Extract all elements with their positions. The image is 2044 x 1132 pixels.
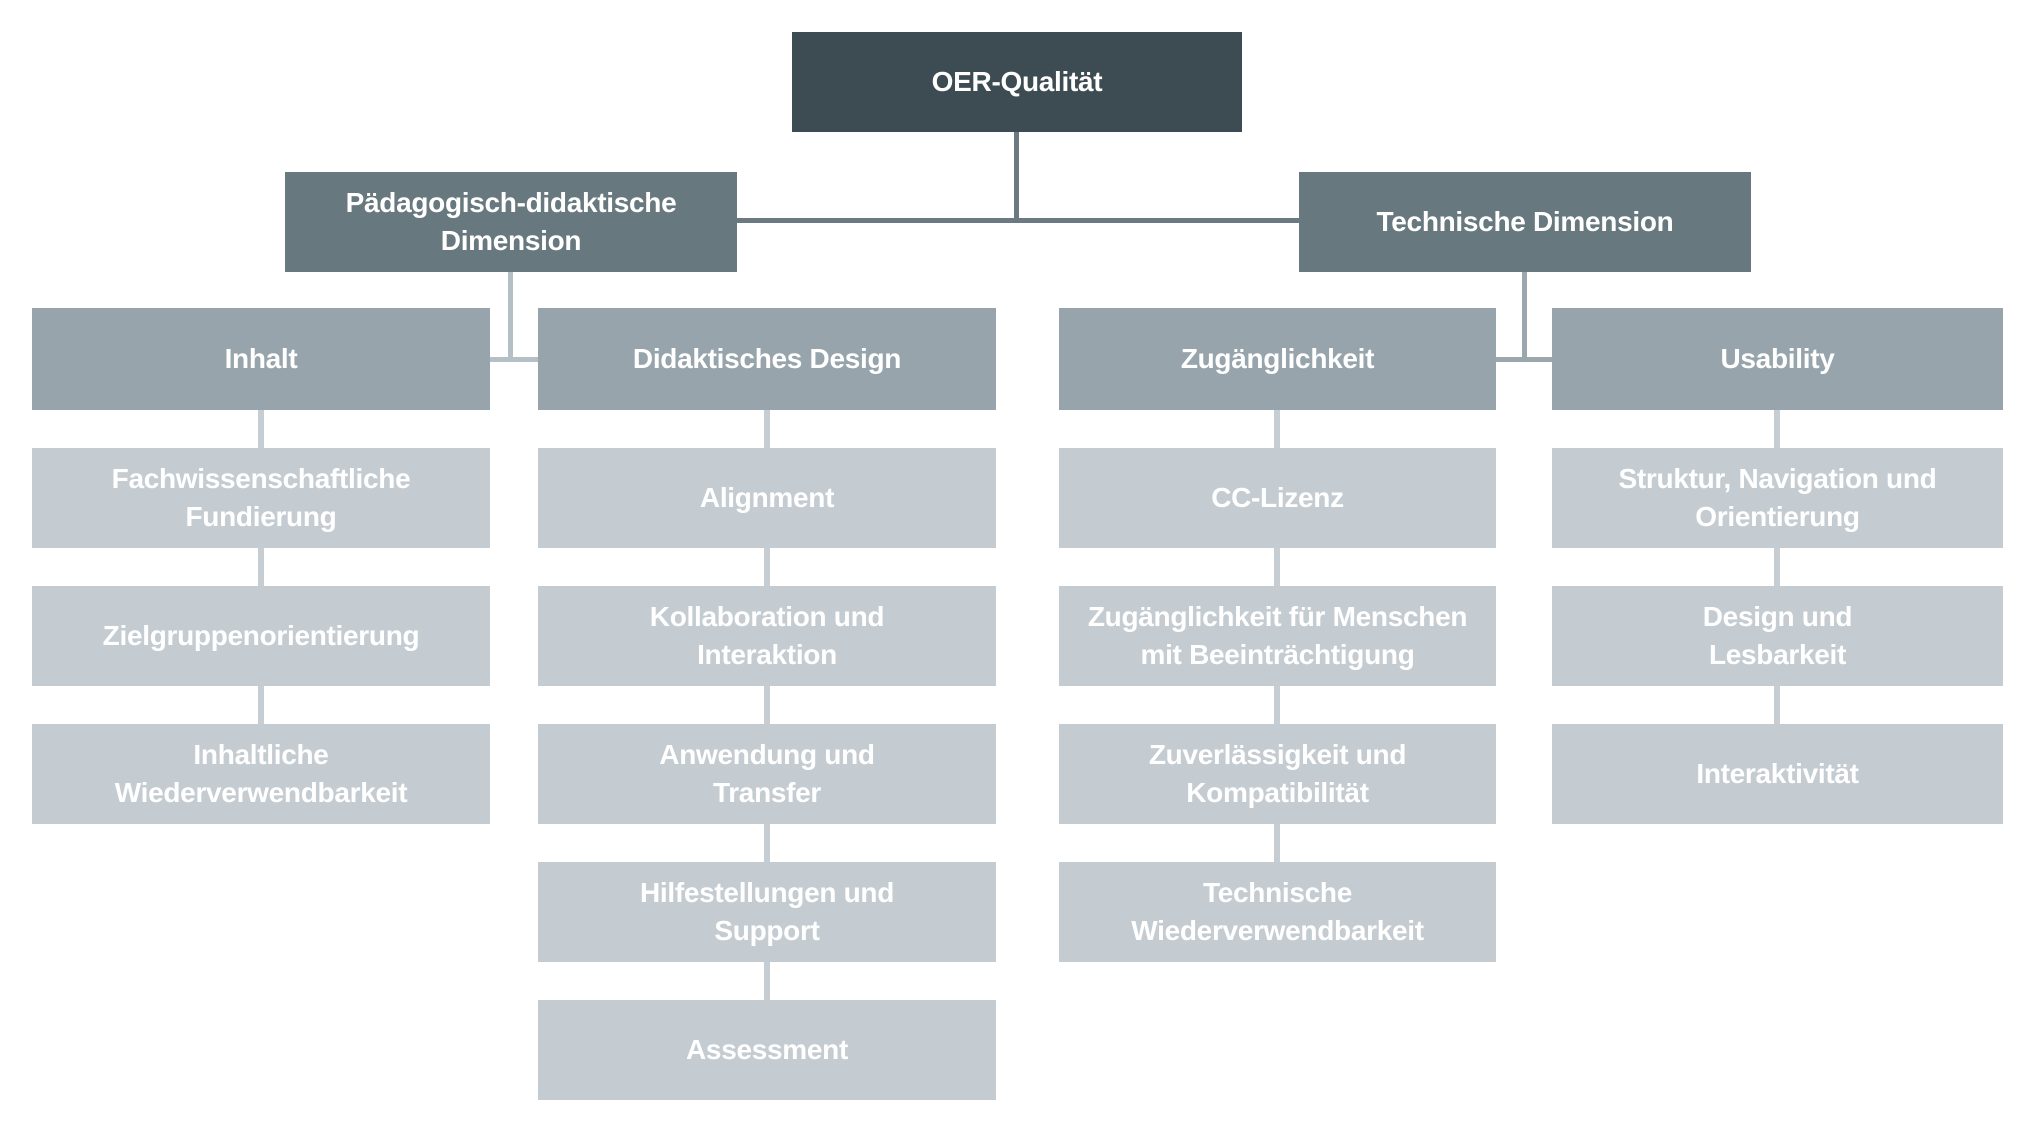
node-zugaenglichkeit-fuer-menschen: Zugänglichkeit für Menschen mit Beeinträ…: [1059, 586, 1496, 686]
connector-column-2-segment-2: [764, 548, 770, 586]
node-interaktivitaet: Interaktivität: [1552, 724, 2003, 824]
connector-column-1-segment-3: [258, 686, 264, 724]
connector-column-3-segment-1: [1274, 410, 1280, 448]
connector-column-2-segment-1: [764, 410, 770, 448]
node-anwendung-und-transfer: Anwendung und Transfer: [538, 724, 996, 824]
connector-column-2-segment-5: [764, 962, 770, 1000]
node-zugaenglichkeit: Zugänglichkeit: [1059, 308, 1496, 410]
node-struktur-navigation-orientierung: Struktur, Navigation und Orientierung: [1552, 448, 2003, 548]
connector-column-3-segment-3: [1274, 686, 1280, 724]
connector-column-3-segment-4: [1274, 824, 1280, 862]
connector-column-4-segment-3: [1774, 686, 1780, 724]
node-fachwissenschaftliche-fundierung: Fachwissenschaftliche Fundierung: [32, 448, 490, 548]
node-dimension-paedagogisch-didaktisch: Pädagogisch-didaktische Dimension: [285, 172, 737, 272]
connector-technisch-horizontal: [1496, 357, 1552, 362]
node-inhalt: Inhalt: [32, 308, 490, 410]
connector-column-2-segment-4: [764, 824, 770, 862]
connector-column-1-segment-1: [258, 410, 264, 448]
node-assessment: Assessment: [538, 1000, 996, 1100]
connector-paedagogisch-horizontal: [490, 357, 538, 362]
node-design-und-lesbarkeit: Design und Lesbarkeit: [1552, 586, 2003, 686]
node-oer-qualitaet: OER-Qualität: [792, 32, 1242, 132]
connector-dimensions-horizontal: [737, 218, 1299, 223]
node-hilfestellungen-und-support: Hilfestellungen und Support: [538, 862, 996, 962]
node-inhaltliche-wiederverwendbarkeit: Inhaltliche Wiederverwendbarkeit: [32, 724, 490, 824]
connector-column-2-segment-3: [764, 686, 770, 724]
connector-column-4-segment-1: [1774, 410, 1780, 448]
connector-column-1-segment-2: [258, 548, 264, 586]
connector-column-3-segment-2: [1274, 548, 1280, 586]
node-didaktisches-design: Didaktisches Design: [538, 308, 996, 410]
node-usability: Usability: [1552, 308, 2003, 410]
node-alignment: Alignment: [538, 448, 996, 548]
connector-root-vertical: [1014, 132, 1019, 220]
connector-technisch-vertical: [1522, 272, 1527, 362]
node-kollaboration-und-interaktion: Kollaboration und Interaktion: [538, 586, 996, 686]
connector-column-4-segment-2: [1774, 548, 1780, 586]
connector-paedagogisch-vertical: [508, 272, 513, 362]
node-cc-lizenz: CC-Lizenz: [1059, 448, 1496, 548]
node-zuverlaessigkeit-und-kompatibilitaet: Zuverlässigkeit und Kompatibilität: [1059, 724, 1496, 824]
node-technische-wiederverwendbarkeit: Technische Wiederverwendbarkeit: [1059, 862, 1496, 962]
node-dimension-technisch: Technische Dimension: [1299, 172, 1751, 272]
node-zielgruppenorientierung: Zielgruppenorientierung: [32, 586, 490, 686]
